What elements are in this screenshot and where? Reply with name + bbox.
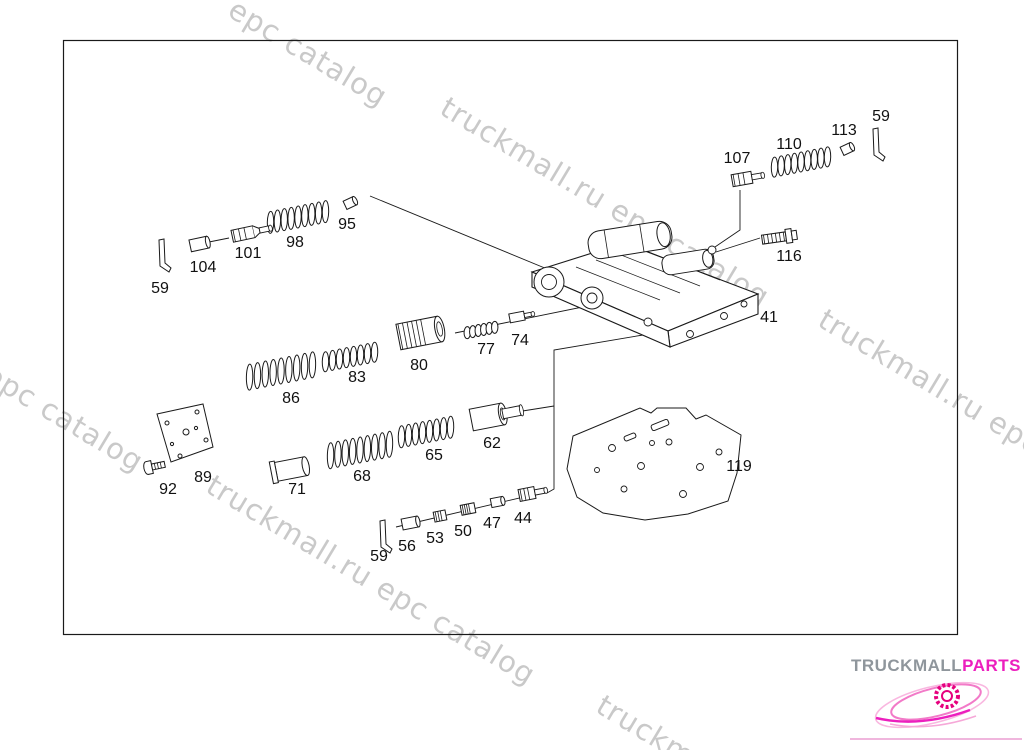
part-59-bracket-bottom	[379, 519, 393, 554]
part-116	[760, 227, 798, 245]
part-86-spring	[245, 351, 317, 391]
part-56	[400, 515, 421, 531]
brand-logo: TRUCKMALLPARTS	[850, 656, 1022, 740]
part-95	[342, 195, 359, 211]
part-83-spring	[321, 341, 379, 373]
logo-underline	[850, 738, 1022, 740]
part-59-bracket-left	[158, 238, 172, 273]
part-110-spring	[770, 146, 832, 178]
brand-parts: PARTS	[962, 656, 1022, 675]
part-59-bracket-topright	[872, 127, 886, 162]
part-113	[839, 141, 856, 157]
brand-truckmall: TRUCKMALL	[850, 656, 963, 675]
part-101	[230, 224, 273, 243]
brand-swirl-icon	[874, 681, 990, 729]
part-68-spring	[326, 430, 394, 470]
part-valve-body-41	[530, 220, 760, 348]
part-98-spring	[266, 200, 330, 234]
part-62	[468, 402, 524, 432]
part-74	[508, 310, 536, 324]
part-104	[188, 235, 211, 253]
part-50	[459, 502, 477, 516]
part-44	[517, 485, 549, 503]
part-47	[489, 495, 506, 509]
part-53	[432, 509, 448, 523]
part-77-spring	[463, 320, 499, 340]
part-80	[395, 315, 446, 351]
part-92-screw	[143, 460, 166, 475]
part-119-plate	[566, 407, 742, 521]
part-65-spring	[397, 415, 455, 449]
brand-text: TRUCKMALLPARTS	[850, 656, 1022, 676]
diagram-frame	[62, 39, 959, 636]
part-107	[730, 170, 766, 188]
part-71	[268, 456, 311, 485]
part-89-plate	[156, 403, 214, 463]
